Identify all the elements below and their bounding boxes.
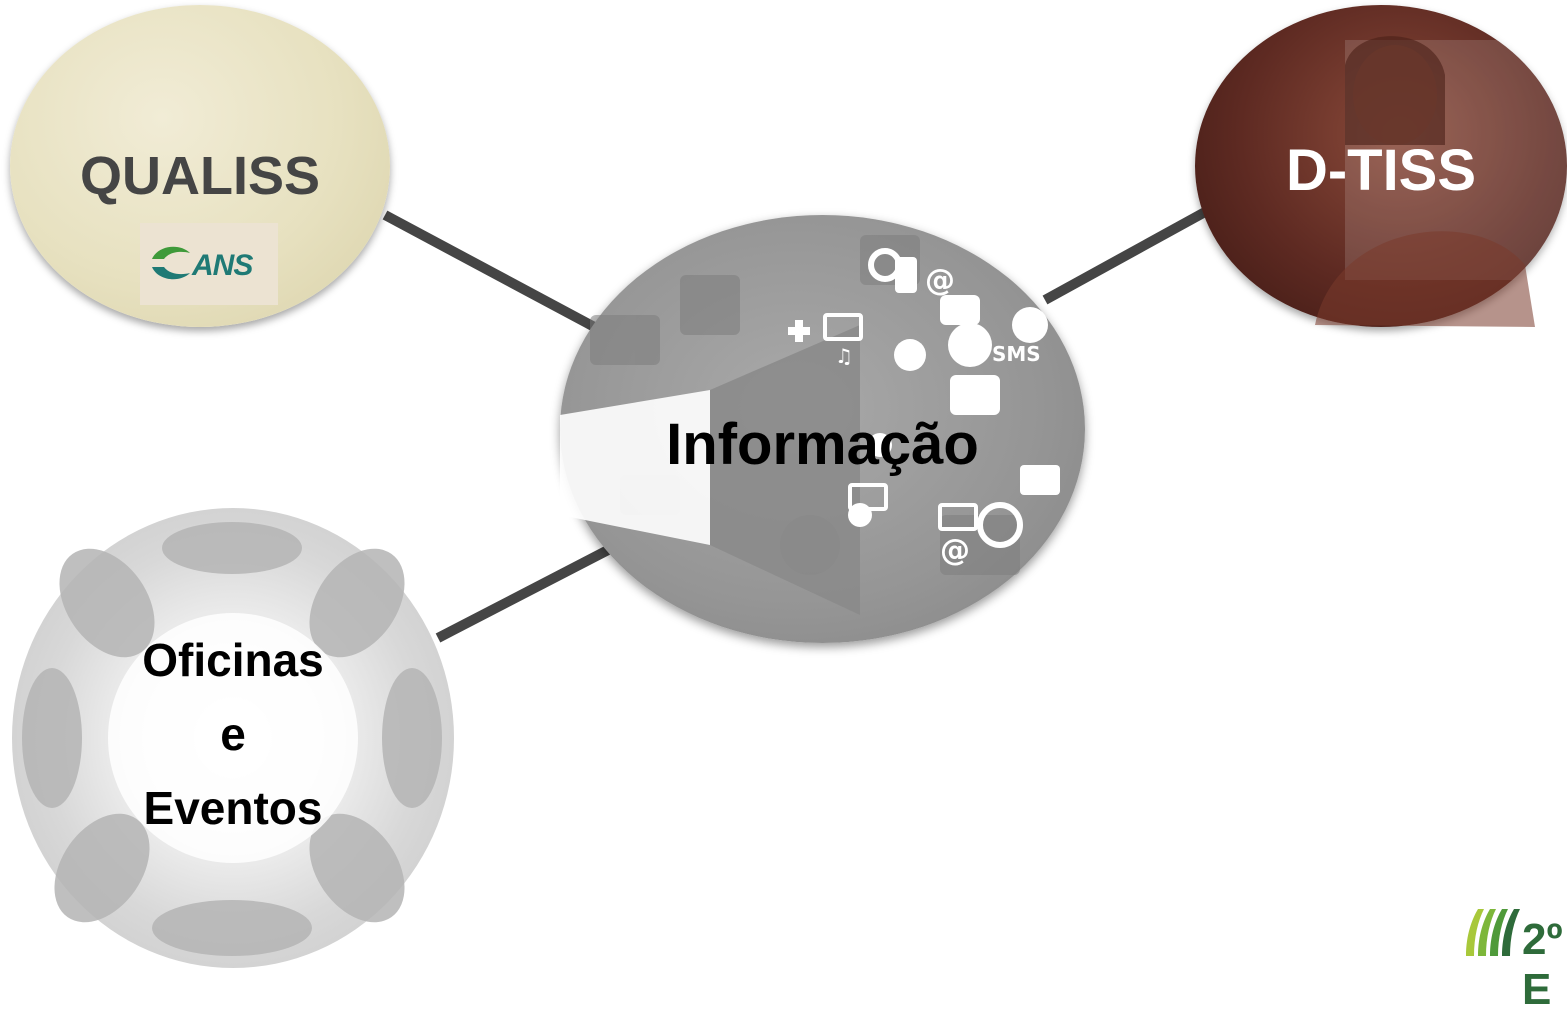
oficinas-label: Oficinas e Eventos — [12, 623, 454, 845]
event-logo: 2º E — [1462, 905, 1566, 1014]
connector-dtiss — [1042, 207, 1208, 305]
oficinas-label-line-1: Oficinas — [142, 634, 324, 686]
dtiss-node[interactable]: D-TISS — [1195, 5, 1567, 327]
qualiss-node[interactable]: QUALISS ANS — [10, 5, 390, 327]
megaphone-icon — [560, 390, 710, 545]
person-illustration — [1315, 36, 1535, 327]
oficinas-node[interactable]: Oficinas e Eventos — [12, 508, 454, 968]
social-icons-cloud: SMS @ @ ♫ — [560, 235, 1060, 615]
hands-circle-image — [22, 522, 442, 956]
oficinas-label-line-3: Eventos — [143, 782, 323, 834]
informacao-node[interactable]: SMS @ @ ♫ Informação — [560, 215, 1085, 643]
connector-qualiss — [382, 210, 603, 335]
sms-icon: SMS — [992, 342, 1041, 366]
email-icon — [823, 313, 863, 341]
event-logo-mark — [1466, 909, 1520, 956]
diagram-canvas: QUALISS ANS D-TISS — [10, 5, 1567, 1014]
smile-icon — [894, 339, 926, 371]
oficinas-label-line-2: e — [220, 708, 246, 760]
qualiss-label: QUALISS — [79, 146, 321, 206]
music-note-icon: ♫ — [835, 344, 853, 368]
plus-icon — [795, 320, 803, 342]
at-sign-icon: @ — [925, 263, 955, 298]
ans-logo: ANS — [140, 223, 278, 305]
at-sign-icon-2: @ — [940, 533, 970, 568]
event-logo-text: 2º E — [1522, 915, 1563, 1014]
ans-logo-mark — [152, 246, 190, 280]
ans-logo-text: ANS — [192, 249, 253, 282]
informacao-label: Informação — [666, 412, 979, 477]
connector-lines — [382, 207, 1208, 643]
connector-oficinas — [435, 545, 611, 643]
dtiss-label: D-TISS — [1285, 138, 1477, 203]
